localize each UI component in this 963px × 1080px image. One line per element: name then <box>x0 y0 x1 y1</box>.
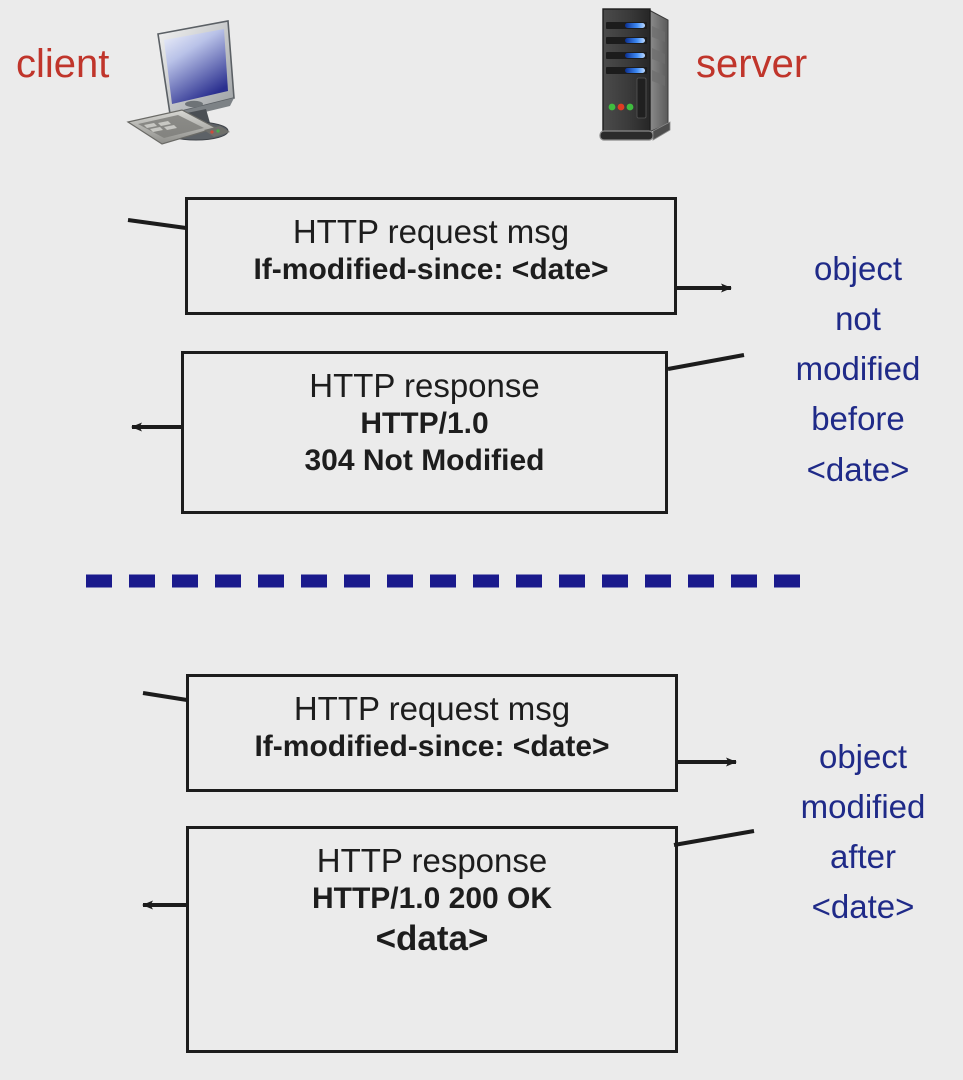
msg-line: 304 Not Modified <box>304 443 545 477</box>
server-tower-icon <box>592 6 678 146</box>
client-connector-2 <box>142 691 188 702</box>
annotation-line: object <box>818 738 908 775</box>
annotation-line: modified <box>795 350 921 388</box>
annotation-line: before <box>811 400 905 438</box>
annotation-object-not-modified: object not modified before <date> <box>763 244 953 495</box>
msg-line: HTTP/1.0 200 OK <box>311 882 553 916</box>
annotation-line: after <box>829 838 897 876</box>
msg-line: If-modified-since: <date> <box>254 730 610 764</box>
http-response-box-2: HTTP response HTTP/1.0 200 OK <data> <box>186 826 678 1053</box>
annotation-line: <date> <box>811 888 915 926</box>
msg-line: HTTP response <box>316 842 548 879</box>
http-request-box-1: HTTP request msg If-modified-since: <dat… <box>185 197 677 315</box>
annotation-line: object <box>813 250 903 287</box>
annotation-object-modified: object modified after <date> <box>768 732 958 933</box>
server-connector-2 <box>673 829 755 847</box>
client-label: client <box>16 42 110 86</box>
http-response-box-1: HTTP response HTTP/1.0 304 Not Modified <box>181 351 668 514</box>
annotation-line: modified <box>800 788 926 826</box>
client-connector-1 <box>127 218 187 230</box>
msg-line: If-modified-since: <date> <box>253 253 609 287</box>
msg-line: <data> <box>375 918 489 958</box>
desktop-computer-icon <box>120 18 245 148</box>
server-connector-1 <box>667 353 745 371</box>
msg-line: HTTP/1.0 <box>360 407 489 441</box>
annotation-line: not <box>835 300 881 338</box>
http-request-box-2: HTTP request msg If-modified-since: <dat… <box>186 674 678 792</box>
server-label: server <box>696 42 808 86</box>
msg-line: HTTP request msg <box>292 213 570 250</box>
msg-line: HTTP response <box>309 367 540 404</box>
annotation-line: <date> <box>806 450 910 488</box>
msg-line: HTTP request msg <box>293 690 571 727</box>
